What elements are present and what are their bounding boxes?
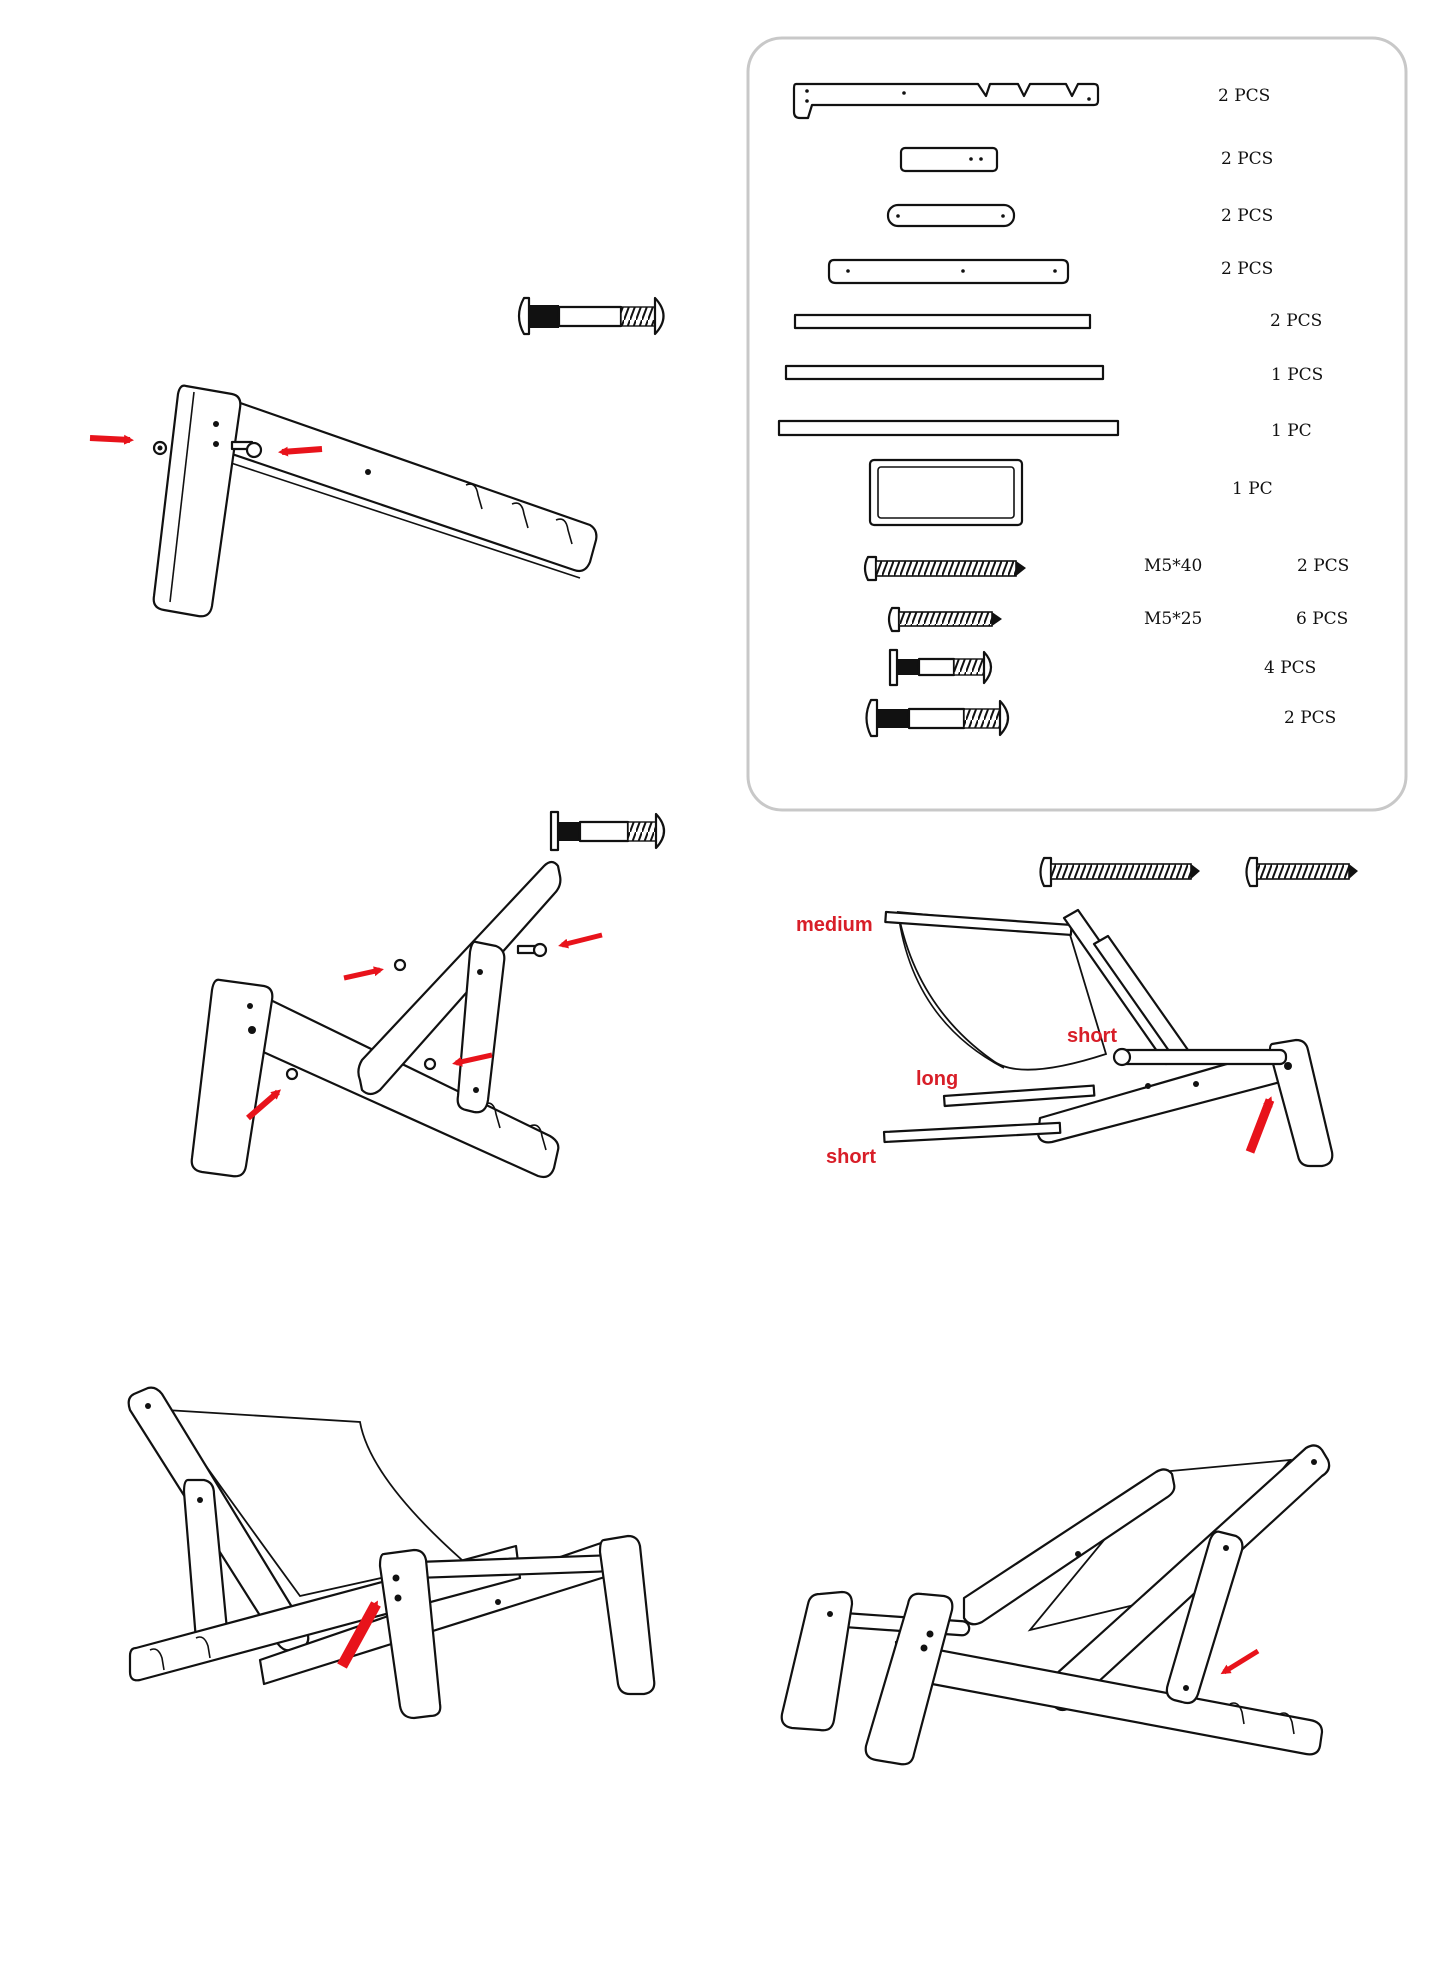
part-12-qty: 2 PCS (1284, 708, 1336, 728)
arrow-step2-d (246, 1089, 282, 1121)
barrel-bolt-long-icon (865, 698, 1010, 738)
part-4-qty: 2 PCS (1221, 259, 1273, 279)
part-3-qty: 2 PCS (1221, 206, 1273, 226)
arrow-step5 (1220, 1648, 1260, 1675)
arrow-step4 (337, 1600, 381, 1669)
part-11-qty: 4 PCS (1264, 658, 1316, 678)
part-short-bar (899, 146, 999, 173)
bolt-icon-step1 (517, 296, 665, 336)
part-leg-bar (827, 258, 1070, 285)
arrow-step1-right (278, 446, 323, 457)
label-medium: medium (796, 914, 873, 936)
arrow-step1-left (89, 434, 134, 445)
label-long: long (916, 1068, 958, 1090)
arrow-step3 (1245, 1096, 1275, 1154)
parts-list-panel: 2 PCS 2 PCS 2 PCS 2 PCS 2 PCS 1 PCS 1 PC (746, 36, 1408, 812)
label-short-bottom: short (826, 1146, 876, 1168)
part-medium-dowel (784, 364, 1105, 381)
part-5-qty: 2 PCS (1270, 311, 1322, 331)
step-3-diagram: medium short long short (796, 856, 1358, 1168)
step-2-diagram (190, 810, 666, 1179)
part-fabric-sling (868, 458, 1024, 527)
label-short-top: short (1067, 1025, 1117, 1047)
part-rounded-link (886, 203, 1016, 228)
part-10-size: M5*25 (1144, 609, 1202, 629)
bolt-icon-step2 (549, 810, 666, 852)
arrow-step2-a (343, 966, 384, 981)
screw-icon-step3-a (1039, 856, 1200, 888)
part-9-size: M5*40 (1144, 556, 1202, 576)
part-7-qty: 1 PC (1271, 421, 1312, 441)
part-long-dowel (777, 419, 1120, 437)
part-8-qty: 1 PC (1232, 479, 1273, 499)
part-long-side-bar (792, 82, 1100, 120)
screw-m5x25-icon (887, 606, 1002, 633)
step-4-diagram (127, 1386, 656, 1720)
barrel-bolt-short-icon (888, 648, 993, 687)
part-9-qty: 2 PCS (1297, 556, 1349, 576)
arrow-step2-b (558, 932, 603, 949)
part-2-qty: 2 PCS (1221, 149, 1273, 169)
step-5-diagram (780, 1444, 1331, 1766)
step-1-diagram (89, 296, 665, 618)
part-6-qty: 1 PCS (1271, 365, 1323, 385)
screw-m5x40-icon (863, 555, 1026, 582)
screw-icon-step3-b (1245, 856, 1358, 888)
arrow-step2-c (452, 1052, 493, 1067)
part-10-qty: 6 PCS (1296, 609, 1348, 629)
part-1-qty: 2 PCS (1218, 86, 1270, 106)
part-short-dowel (793, 313, 1092, 330)
